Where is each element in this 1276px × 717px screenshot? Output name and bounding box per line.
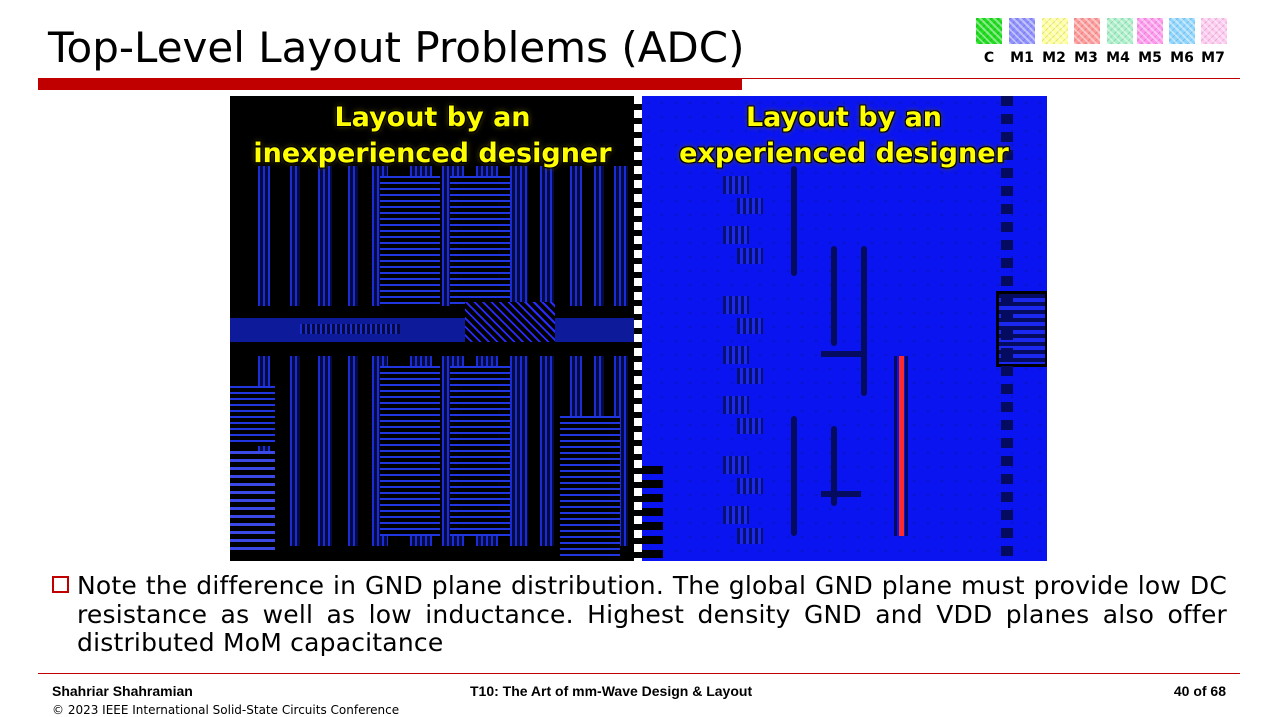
layout-shape (791, 166, 797, 276)
legend-swatch-m3 (1074, 18, 1100, 44)
layout-shape (861, 246, 867, 396)
layout-shape (821, 491, 861, 497)
legend-label-m2: M2 (1042, 50, 1066, 66)
left-figure-caption: Layout by an inexperienced designer (230, 100, 635, 172)
layout-shape (894, 356, 897, 536)
layout-shape (290, 166, 300, 306)
layout-shape (821, 351, 861, 357)
legend-swatch-c (976, 18, 1002, 44)
layout-shape (540, 166, 554, 306)
bullet-text: Note the difference in GND plane distrib… (77, 571, 1227, 657)
footer-course: T10: The Art of mm-Wave Design & Layout (470, 683, 753, 699)
layout-shape (230, 386, 275, 446)
layout-shape (723, 296, 749, 314)
title-rule (38, 78, 1240, 79)
legend-label-m5: M5 (1138, 50, 1162, 66)
right-caption-line-1: Layout by an (745, 102, 943, 133)
layout-shape (230, 451, 275, 551)
footer-page-number: 40 of 68 (1173, 683, 1226, 699)
layout-shape (290, 356, 300, 546)
layout-shape (318, 356, 332, 546)
layout-shape (614, 166, 628, 306)
layout-shape (258, 166, 270, 306)
layout-shape (737, 478, 763, 494)
legend-label-c: C (983, 50, 995, 66)
legend-swatch-m4 (1107, 18, 1133, 44)
legend-swatch-m1 (1009, 18, 1035, 44)
panel-divider (634, 96, 642, 561)
layout-shape (723, 396, 749, 414)
layout-shape (560, 416, 620, 556)
layout-shape (230, 318, 635, 342)
layout-shape (737, 198, 763, 214)
layout-comparison-figure: Layout by an inexperienced designer Layo… (230, 96, 1047, 561)
layout-shape (318, 166, 332, 306)
legend-swatch-m5 (1137, 18, 1163, 44)
layout-shape (450, 366, 510, 536)
legend-swatch-m2 (1042, 18, 1068, 44)
layout-shape (723, 176, 749, 194)
layout-shape (905, 356, 908, 536)
layout-shape (641, 466, 663, 561)
legend-swatch-m7 (1201, 18, 1227, 44)
layout-shape (723, 226, 749, 244)
layout-shape (831, 426, 837, 506)
layout-shape (348, 356, 358, 546)
left-caption-line-1: Layout by an (334, 102, 531, 133)
layout-shape (723, 346, 749, 364)
legend-label-m4: M4 (1106, 50, 1130, 66)
layout-shape (791, 416, 797, 536)
layout-shape (737, 418, 763, 434)
bullet-square-icon (52, 576, 69, 593)
layout-shape (450, 176, 510, 306)
layout-shape (300, 324, 400, 334)
legend-label-m7: M7 (1201, 50, 1225, 66)
layout-shape (570, 166, 582, 306)
left-caption-line-2: inexperienced designer (253, 138, 612, 169)
footer-author: Shahriar Shahramian (52, 683, 193, 699)
layout-shape (380, 366, 440, 536)
legend-label-m6: M6 (1170, 50, 1194, 66)
experienced-layout-panel (641, 96, 1047, 561)
layout-shape (594, 166, 604, 306)
right-caption-line-2: experienced designer (679, 138, 1009, 169)
layout-shape (737, 528, 763, 544)
layout-shape (510, 166, 528, 306)
layout-shape (899, 356, 904, 536)
layout-shape (723, 456, 749, 474)
layout-shape (465, 302, 555, 342)
layout-shape (737, 248, 763, 264)
layout-shape (540, 356, 554, 546)
layout-shape (831, 246, 837, 346)
legend-swatch-m6 (1169, 18, 1195, 44)
layout-shape (510, 356, 528, 546)
layout-shape (1001, 96, 1013, 561)
footer-copyright: © 2023 IEEE International Solid-State Ci… (52, 703, 400, 717)
layout-shape (737, 368, 763, 384)
inexperienced-layout-panel (230, 96, 635, 561)
slide-title: Top-Level Layout Problems (ADC) (48, 23, 745, 72)
footer-rule (38, 673, 1240, 674)
legend-label-m1: M1 (1010, 50, 1034, 66)
layout-shape (723, 506, 749, 524)
layout-shape (380, 176, 440, 306)
layout-shape (348, 166, 358, 306)
metal-layer-legend: C M1 M2 M3 M4 M5 M6 M7 (976, 18, 1230, 68)
right-figure-caption: Layout by an experienced designer (641, 100, 1047, 172)
layout-shape (737, 318, 763, 334)
legend-label-m3: M3 (1074, 50, 1098, 66)
title-accent-bar (38, 79, 742, 90)
